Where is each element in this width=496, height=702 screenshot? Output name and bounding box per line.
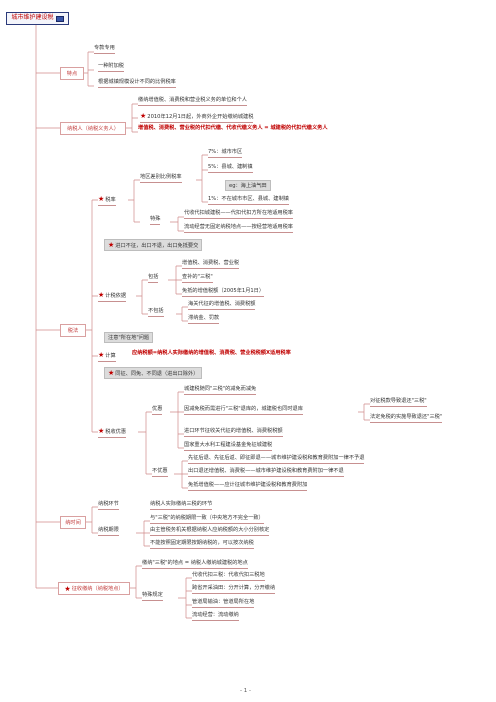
location-general: 缴纳"三税"的地点 = 纳税人缴纳城建税的地点 <box>142 560 248 569</box>
features-item-2: 一种附加税 <box>98 63 124 72</box>
no-relief-item-3: 免抵增值税——应计征城市维护建设税和教育费附加 <box>188 482 308 491</box>
special-location-item-2: 跨省开采油田：分开计算，分开缴纳 <box>192 585 276 594</box>
mindmap-title[interactable]: 城市维护建设税 <box>6 12 69 25</box>
rate-item-1: 7%：城市市区 <box>208 149 243 158</box>
include-item-1: 增值税、消费税、营业税 <box>182 260 240 269</box>
import-export-note: ★进口不征，出口不退，出口免抵要交 <box>104 239 203 251</box>
no-relief-item-1: 先征后退、先征后返、即征即退——城市维护建设税和教育费附加一律不予退 <box>188 455 365 464</box>
preferential-item-3: 进口环节征收关代征的增值税、消费税税额 <box>184 428 283 437</box>
node-relief[interactable]: ★税收优惠 <box>98 427 127 438</box>
node-timing[interactable]: 纳时间 <box>60 516 86 529</box>
node-exclude: 不包括 <box>148 308 164 317</box>
star-icon: ★ <box>98 351 105 359</box>
special-location-item-1: 代收代扣三税：代收代扣三税地 <box>192 572 265 581</box>
relief-note: ★同征、同免、不同退（进出口除外） <box>104 367 203 379</box>
include-item-2: 查补的"三税" <box>182 274 213 283</box>
exclude-item-2: 滞纳金、罚款 <box>188 315 220 324</box>
node-basis[interactable]: ★计税依据 <box>98 291 127 302</box>
features-item-3: 根据城镇规模设计不同的比例税率 <box>98 79 176 88</box>
node-include: 包括 <box>148 274 159 283</box>
preferential-item-1: 城建税随同"三税"的减免而减免 <box>184 386 257 395</box>
special-location-item-4: 流动经营：流动缴纳 <box>192 612 239 621</box>
taxpayer-item-1: 缴纳增值税、消费税和营业税义务的单位和个人 <box>138 97 247 106</box>
node-tax-stage: 纳税环节 <box>98 501 119 510</box>
star-icon: ★ <box>108 241 115 249</box>
rate-item-3: 1%：不在城市市区、县城、建制镇 <box>208 196 289 205</box>
refund-item-2: 法定免税的实施导致退还"三税" <box>370 414 443 423</box>
rate-item-2: 5%：县城、建制镇 <box>208 164 253 173</box>
tax-stage-text: 纳税人实际缴纳三税的环节 <box>150 501 213 510</box>
exclude-item-1: 海关代征的增值税、消费税额 <box>188 301 256 310</box>
page-number: - 1 - <box>240 688 251 694</box>
node-calc[interactable]: ★计算 <box>98 351 116 362</box>
star-icon: ★ <box>140 112 147 120</box>
star-icon: ★ <box>98 195 105 203</box>
node-no-relief: 不优惠 <box>152 468 168 477</box>
node-special-location: 特殊规定 <box>142 592 163 601</box>
node-taxpayer[interactable]: 纳税人（纳税义务人） <box>60 122 126 135</box>
preferential-item-4: 国家重大水利工程建设基金免征城建税 <box>184 442 273 451</box>
star-icon: ★ <box>64 584 71 593</box>
special-rate-item-1: 代收代扣城建税——代扣代扣方所在地适用税率 <box>184 210 293 219</box>
star-icon: ★ <box>98 291 105 299</box>
node-preferential: 优惠 <box>152 406 163 415</box>
preferential-item-2: 因减免税而需进行"三税"退库的，城建税也同时退库 <box>184 406 303 415</box>
node-special-rate: 特殊 <box>150 216 161 225</box>
node-tax-period: 纳税期限 <box>98 527 119 536</box>
star-icon: ★ <box>98 427 105 435</box>
refund-item-1: 对征税款导致退还"三税" <box>370 398 427 407</box>
calc-note: 注意"所在地"问题 <box>104 332 154 343</box>
special-location-item-3: 管道局输油：管道局所在地 <box>192 599 255 608</box>
calc-formula: 应纳税额=纳税人实际缴纳的增值税、消费税、营业税税额X适用税率 <box>132 350 291 356</box>
tax-period-item-1: 与"三税"的纳税期限一致（中央地方不完全一致） <box>150 515 264 524</box>
taxpayer-item-2: ★2010年12月1日起，外商外企开始缴纳城建税 <box>140 112 254 123</box>
tax-period-item-2: 由主管税务机关根据纳税人应纳税额的大小分别核定 <box>150 527 270 536</box>
tax-period-item-3: 不能按照固定期限按期纳税的，可以按次纳税 <box>150 540 254 549</box>
node-tax-law[interactable]: 税法 <box>60 324 86 337</box>
features-item-1: 专款专用 <box>94 45 115 54</box>
rate-example-note: eg：海上油气田 <box>225 180 271 191</box>
star-icon: ★ <box>108 369 115 377</box>
node-rate[interactable]: ★税率 <box>98 195 116 206</box>
note-icon <box>55 15 64 22</box>
special-rate-item-2: 流动经营无固定纳税地点——按经营地适用税率 <box>184 224 293 233</box>
no-relief-item-2: 出口退还增值税、消费税——城市维护建设税和教育费附加一律不退 <box>188 468 344 477</box>
node-features[interactable]: 特点 <box>60 67 84 80</box>
taxpayer-item-3: 增值税、消费税、营业税的代扣代缴、代收代缴义务人 = 城建税的代扣代缴义务人 <box>138 125 328 131</box>
node-location[interactable]: ★征收缴纳（纳税地点） <box>58 582 130 595</box>
node-regional-rate: 地区差别比例税率 <box>140 174 182 183</box>
include-item-3: 免抵的增值税额（2005年1月1日） <box>182 288 265 297</box>
